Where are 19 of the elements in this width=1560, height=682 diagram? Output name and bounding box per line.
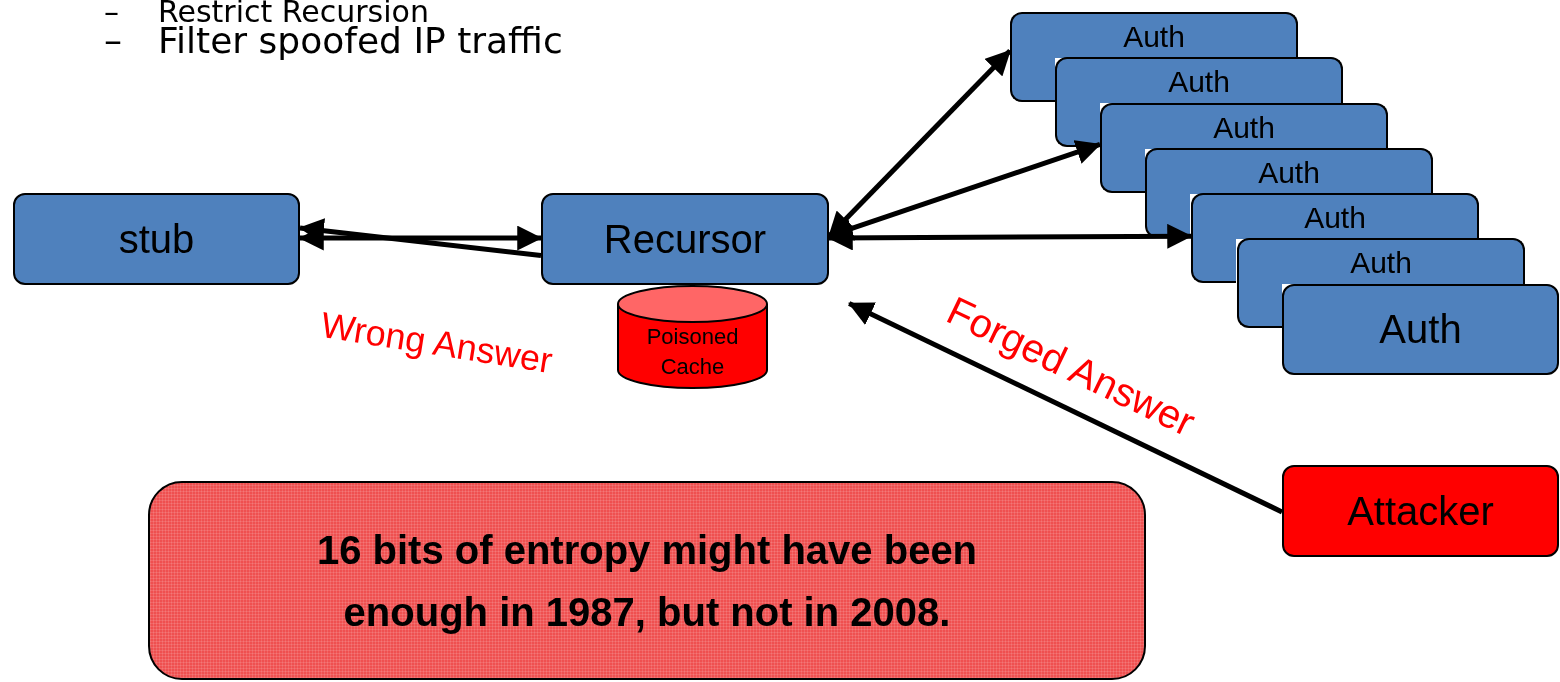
node-label: Attacker <box>1347 488 1494 534</box>
note-text: 16 bits of entropy might have been enough in 1987, but not in 2008. <box>315 526 979 636</box>
node-label: Auth <box>1213 111 1275 145</box>
annotation-text: Wrong Answer <box>318 304 556 382</box>
node-label: stub <box>118 216 195 262</box>
node-label: Auth <box>1304 201 1366 235</box>
node-label: Auth <box>1350 246 1412 280</box>
note-box <box>148 481 1146 680</box>
cache-cylinder <box>616 284 769 390</box>
node-label: Recursor <box>603 216 767 262</box>
node-label: Auth <box>1379 307 1462 352</box>
auth-server-box <box>1282 284 1559 375</box>
attacker-box <box>1282 465 1559 557</box>
stub-box <box>13 193 300 285</box>
node-label: Auth <box>1168 65 1230 99</box>
node-label: Poisoned Cache <box>645 323 740 381</box>
node-label: Auth <box>1123 20 1185 54</box>
node-label: Auth <box>1258 156 1320 190</box>
recursor-box <box>541 193 829 285</box>
